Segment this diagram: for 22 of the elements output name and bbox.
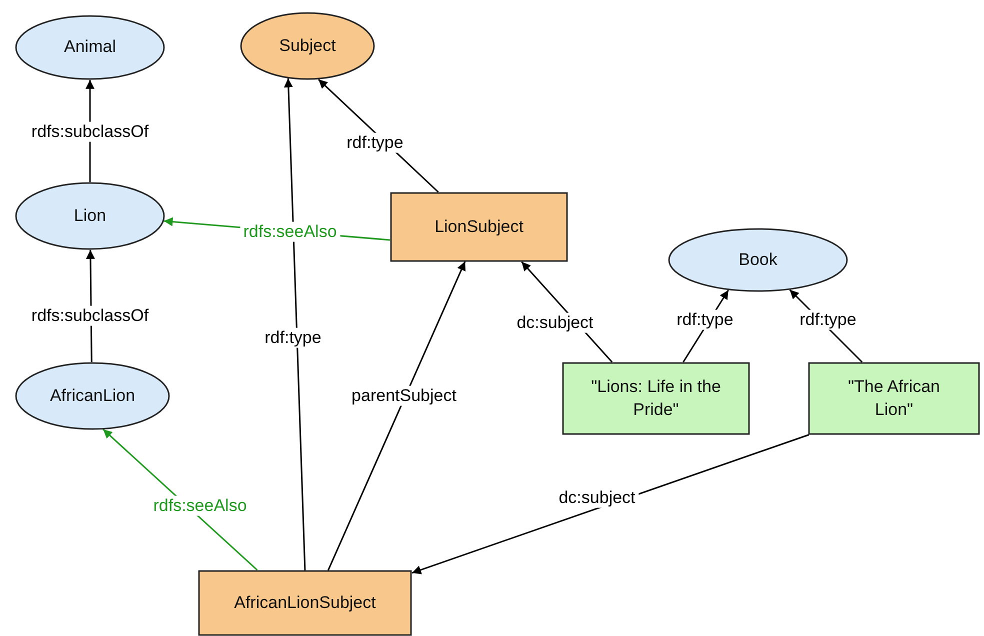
- node-label: Subject: [279, 34, 336, 57]
- class-ellipse: [15, 362, 170, 430]
- node-label: "The African Lion": [846, 376, 942, 420]
- node-label: Book: [738, 248, 778, 271]
- class-ellipse: [240, 12, 375, 80]
- node-label: Lion: [74, 204, 106, 227]
- class-ellipse: [15, 182, 165, 250]
- node-label: Animal: [64, 36, 116, 58]
- node-label: AfricanLion: [50, 384, 136, 407]
- resource-box: [198, 570, 412, 636]
- node-label: AfricanLionSubject: [234, 592, 376, 614]
- arrow: [327, 261, 466, 571]
- arrow: [412, 434, 810, 574]
- node-label: LionSubject: [434, 216, 524, 238]
- resource-box: [562, 362, 750, 435]
- arrow: [284, 78, 306, 570]
- edge-label: rdfs:seeAlso: [240, 222, 340, 242]
- resource-box: [808, 362, 980, 435]
- class-ellipse: [15, 15, 165, 80]
- class-ellipse: [668, 228, 848, 292]
- resource-box: [390, 192, 568, 262]
- node-label: "Lions: Life in the Pride": [590, 376, 722, 420]
